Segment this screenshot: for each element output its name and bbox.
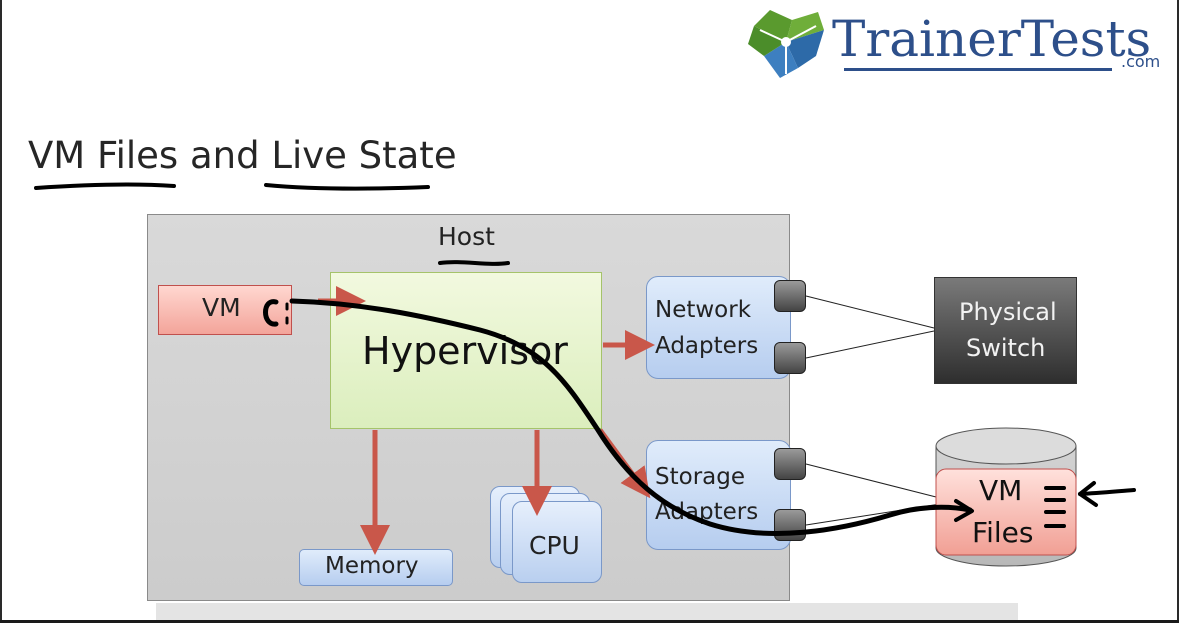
vm-box [158, 285, 292, 335]
title-and: and [178, 134, 272, 177]
frame-right-border [1177, 0, 1179, 623]
host-label: Host [438, 222, 495, 251]
title-underline-vm-files [34, 182, 176, 190]
memory-label: Memory [325, 553, 419, 579]
title-live-state: Live State [271, 134, 457, 177]
network-adapters-box [646, 276, 791, 379]
migration-path [289, 298, 973, 536]
network-adapters-label-line1: Network [655, 297, 752, 323]
storage-adapters-label-line1: Storage [655, 464, 745, 490]
trainertests-logo: TrainerTests .com [740, 4, 1176, 84]
storage-port-1 [774, 448, 806, 480]
physical-switch-label-line2: Switch [966, 334, 1046, 362]
network-port-2 [774, 342, 806, 374]
physical-switch-label-line1: Physical [959, 298, 1057, 326]
hypervisor-box [330, 272, 602, 429]
network-adapters-label-line2: Adapters [655, 333, 759, 359]
external-arrow [1078, 488, 1136, 496]
physical-switch-box [934, 277, 1077, 384]
external-arrowhead [1078, 481, 1098, 507]
frame-bottom-border [0, 620, 1179, 623]
vm-files-box [935, 468, 1077, 556]
trainertests-logo-icon [748, 10, 824, 78]
frame-left-border [0, 0, 2, 623]
host-underline [438, 260, 510, 266]
logo-domain-suffix: .com [1121, 52, 1161, 71]
network-port-1 [774, 280, 806, 312]
files-ticks [1044, 486, 1066, 528]
slide-title: VM Files and Live State [28, 134, 457, 177]
logo-underline [844, 68, 1112, 71]
vm-c-mark [263, 299, 279, 327]
cpu-label: CPU [529, 531, 580, 560]
bottom-scroll-strip[interactable] [156, 603, 1018, 621]
vm-files-label-line1: VM [979, 474, 1023, 507]
logo-wordmark: TrainerTests [832, 10, 1152, 68]
ink-annotations [34, 182, 1136, 536]
vm-label: VM [202, 293, 241, 322]
hypervisor-label: Hypervisor [362, 329, 568, 373]
migration-arrowhead [954, 499, 974, 522]
vm-files-label-line2: Files [972, 516, 1034, 549]
storage-connectors [805, 463, 941, 526]
title-underline-live-state [264, 183, 430, 191]
title-vm-files: VM Files [28, 134, 179, 177]
network-connectors [805, 295, 935, 359]
